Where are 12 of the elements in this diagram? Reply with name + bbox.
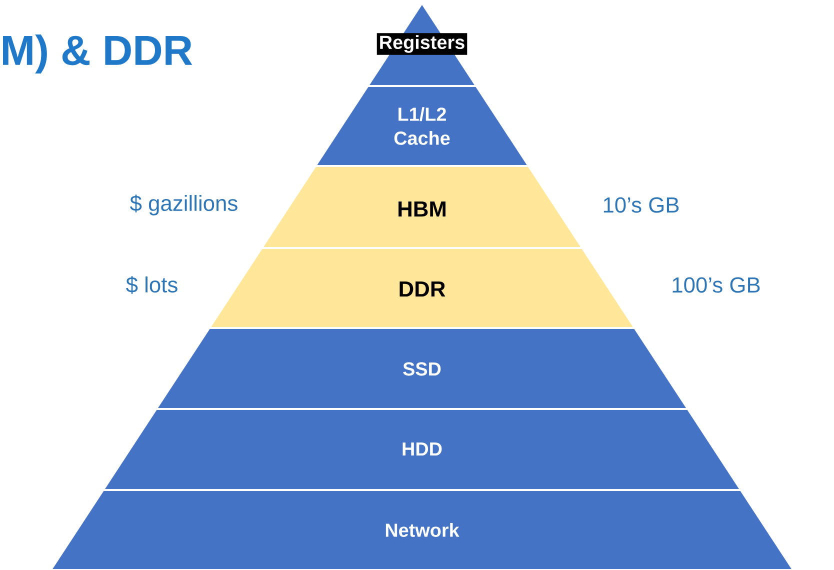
pyramid-band: L1/L2 Cache (317, 87, 527, 165)
pyramid-band: SSD (158, 329, 686, 408)
pyramid-band: Registers (370, 5, 474, 85)
side-label: 10’s GB (604, 197, 679, 213)
side-label: $ lots (126, 276, 178, 294)
pyramid-band: HDD (105, 410, 739, 489)
heading: M) & DDR (3, 34, 192, 74)
pyramid-band: HBM (264, 167, 580, 247)
pyramid-band: Network (52, 491, 792, 569)
side-label: $ gazillions (130, 194, 238, 216)
pyramid-band: DDR (211, 249, 633, 327)
side-label: 100’s GB (672, 277, 760, 293)
